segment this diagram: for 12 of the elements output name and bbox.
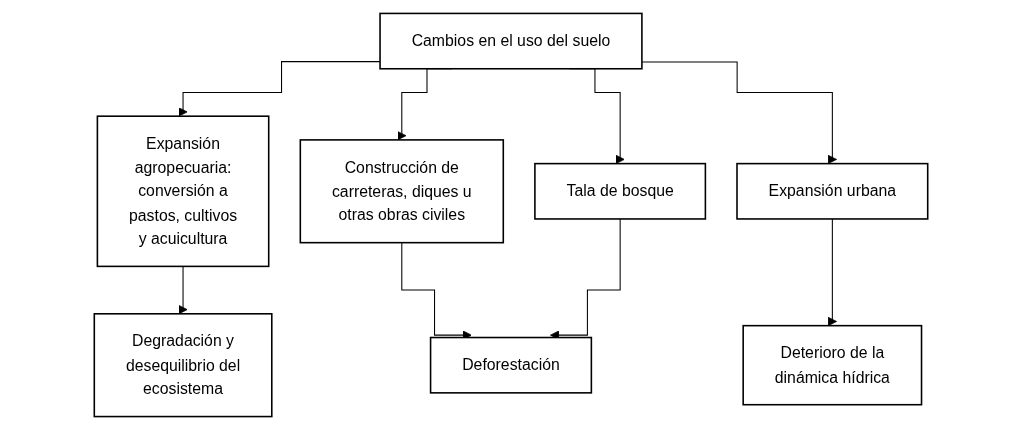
node-box: Deforestación xyxy=(429,336,593,394)
node-box: Expansión urbana xyxy=(736,162,929,220)
node-box: Expansión agropecuaria: conversión a pastos, cultivos y acuicultura xyxy=(96,115,270,268)
node-box: Construcción de carreteras, diques u otras obras civiles xyxy=(299,139,505,244)
arrow xyxy=(178,265,188,315)
node-box: Degradación y desequilibrio del ecosistema xyxy=(93,313,273,418)
arrow xyxy=(827,218,837,327)
node-box: Deterioro de la dinámica hídrica xyxy=(742,324,923,406)
arrow xyxy=(641,61,837,165)
node-box: Tala de bosque xyxy=(534,162,707,220)
arrow xyxy=(178,61,381,117)
node-box: Cambios en el uso del suelo xyxy=(379,12,643,70)
